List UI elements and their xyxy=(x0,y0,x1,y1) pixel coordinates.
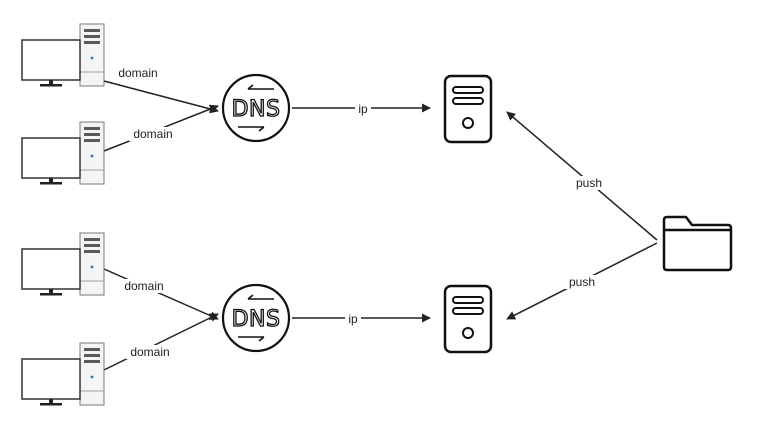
label-push-1: push xyxy=(576,176,602,190)
desktop-computer-icon xyxy=(21,23,105,88)
label-ip-2: ip xyxy=(348,312,358,326)
desktop-computer-icon xyxy=(21,342,105,407)
server-icon xyxy=(443,284,493,354)
edge-client4-dns2 xyxy=(103,313,219,371)
label-push-2: push xyxy=(569,275,595,289)
dns-label: DNS xyxy=(232,307,281,332)
dns-label: DNS xyxy=(232,97,281,122)
folder-icon xyxy=(662,215,733,272)
edge-client3-dns2 xyxy=(103,268,219,320)
label-domain-1: domain xyxy=(118,66,157,80)
label-domain-3: domain xyxy=(124,279,163,293)
label-domain-4: domain xyxy=(130,345,169,359)
dns-icon: DNS xyxy=(221,73,291,143)
server-icon xyxy=(443,74,493,144)
dns-icon: DNS xyxy=(221,283,291,353)
label-domain-2: domain xyxy=(133,127,172,141)
connectors xyxy=(103,80,658,371)
label-ip-1: ip xyxy=(358,102,368,116)
edge-labels: domain domain ip domain domain ip push p… xyxy=(114,66,606,359)
desktop-computer-icon xyxy=(21,121,105,186)
desktop-computer-icon xyxy=(21,232,105,297)
edge-client1-dns1 xyxy=(103,80,219,114)
